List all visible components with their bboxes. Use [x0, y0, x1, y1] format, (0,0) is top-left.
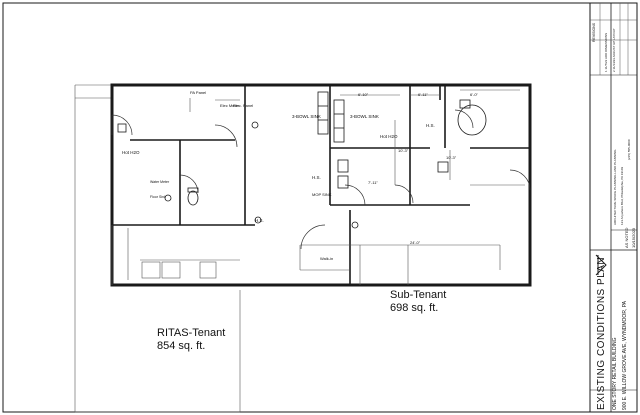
toilet-left [187, 190, 199, 206]
walk-in-note: Walk-in [320, 256, 334, 261]
revision-row-1: 1 11/7/23 ADD DIMENSIONS [604, 32, 608, 72]
sub-tenant-area: 698 sq. ft. [390, 302, 439, 314]
toilet-right [457, 104, 487, 136]
building-address: 900 E. WILLOW GROVE AVE, WYNDMOOR, PA [622, 300, 628, 410]
revisions-header: REVISIONS [592, 22, 596, 42]
ritas-tenant-name: RITAS-Tenant [157, 327, 226, 339]
dimension-3: 6'-0" [470, 92, 478, 97]
three-bowl-sink-note-right: 3-BOWL SINK [350, 114, 379, 119]
hand-sink-note-mid: H.S. [312, 175, 321, 180]
hand-sink-note-right: H.S. [426, 123, 435, 128]
sheet-title: EXISTING CONDITIONS PLAN [596, 256, 607, 410]
hot-h2o-note-right: Hot H2O [380, 134, 398, 139]
fixtures [117, 91, 487, 229]
water-meter-note: Water Meter [150, 180, 170, 184]
exterior-walls [110, 83, 532, 287]
ritas-tenant-area: 854 sq. ft. [157, 340, 206, 352]
dimension-6: 10'-3" [446, 155, 457, 160]
elec-panel-note: Elec. Panel [233, 103, 254, 108]
building-description: ONE STORY RETAIL BUILDING [612, 337, 618, 410]
interior-walls [112, 85, 530, 285]
ritas-tenant-label: RITAS-Tenant 854 sq. ft. [157, 327, 225, 353]
revisions-table [590, 3, 637, 75]
hand-sink-note-left: H.S. [255, 218, 264, 223]
floor-sink-note: Floor Sink [150, 195, 166, 199]
revision-row-2: 2 11/14/23 ADJUST UP LAYOUT [612, 28, 616, 72]
dimension-1: 6'-10" [358, 92, 369, 97]
mop-sink-note: MOP SINK [312, 192, 332, 197]
sub-tenant-name: Sub-Tenant [390, 289, 447, 301]
dimension-7: 24'-0" [410, 240, 421, 245]
detail-lines [111, 89, 525, 285]
firm-phone: (215) 555-0000 [627, 139, 631, 160]
door-swings [111, 109, 531, 250]
hot-h2o-note-left: Hot H2O [122, 150, 140, 155]
sub-tenant-label: Sub-Tenant 698 sq. ft. [390, 289, 446, 315]
counter [141, 261, 217, 279]
dimension-5: 7'-11" [368, 180, 378, 185]
site-outline [74, 84, 241, 413]
firm-address: 123 Anywhere Blvd, Philadelphia, PA 1910… [620, 166, 624, 225]
dimension-4: 10'-3" [398, 148, 409, 153]
firm-logo [595, 254, 607, 276]
three-bowl-sink-left [317, 91, 329, 135]
firm-name: ARCHITECTURE SPACE PLANNING LAND PLANNIN… [613, 149, 617, 225]
elec-meter-note: Elec Meter [220, 103, 240, 108]
drawing-date: 10/15/2023 [631, 227, 636, 248]
scale-label: AS NOTED [624, 227, 629, 248]
three-bowl-sink-right [333, 99, 345, 143]
three-bowl-sink-note-left: 3-BOWL SINK [292, 114, 321, 119]
dimension-2: 6'-11" [418, 92, 428, 97]
pa-panel-note: PA Panel [190, 90, 207, 95]
